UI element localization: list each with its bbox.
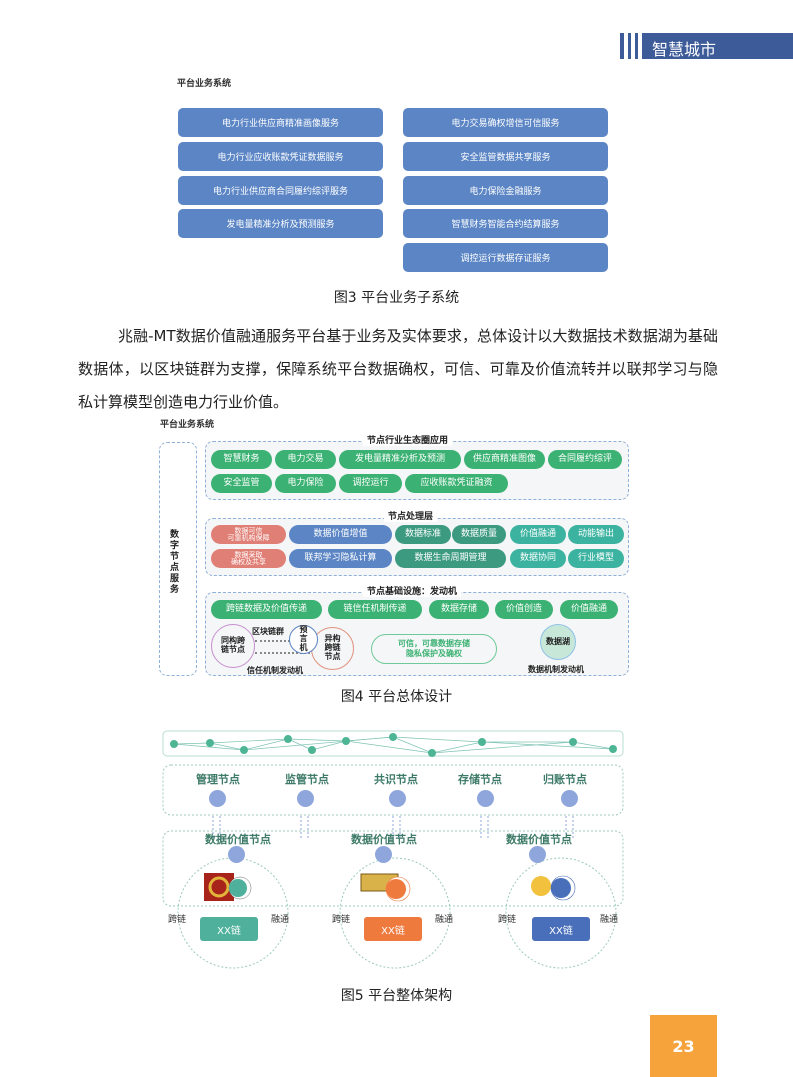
process-pill: 数据价值增值 [289,525,392,544]
node-label: 归账节点 [543,773,587,786]
app-pill: 电力交易 [275,450,336,469]
service-box: 电力行业应收账款凭证数据服务 [178,142,383,171]
trust-engine-label: 信任机制发动机 [247,666,303,675]
infra-pill: 链信任机制传递 [328,600,422,619]
process-pill: 联邦学习隐私计算 [289,549,392,568]
process-pill: 动能输出 [568,525,624,544]
node-label: 存储节点 [458,773,502,786]
infra-pill: 价值融通 [560,600,618,619]
app-pill: 电力保险 [275,474,336,493]
process-pill: 行业模型 [568,549,624,568]
node-label: 管理节点 [196,773,240,786]
infra-pill: 价值创造 [495,600,553,619]
cross-chain-label: 跨链 [332,915,351,925]
process-pill: 数据采取 确权及共享 [211,549,286,568]
value-node-label: 数据价值节点 [205,833,271,846]
oracle: 预言机 [289,625,318,654]
fig4-caption: 图4 平台总体设计 [340,689,453,705]
page-number: 23 [650,1015,717,1077]
data-lake: 数据湖 [540,624,576,660]
fig4-title: 平台业务系统 [160,420,215,430]
left-node: 同构跨链节点 [211,624,255,668]
side-label: 数字节点服务 [170,530,180,595]
app-pill: 调控运行 [339,474,402,493]
section-header: 智慧城市 [620,33,793,59]
chain-box: XX链 [364,917,422,941]
data-engine-label: 数据机制发动机 [528,665,584,674]
value-node-label: 数据价值节点 [506,833,572,846]
service-box: 电力交易确权增信可信服务 [403,108,608,137]
process-pill: 数据质量 [452,525,506,544]
process-pill: 数据可信 可靠机构保障 [211,525,286,544]
bridge-label: 融通 [271,915,290,925]
layer-title: 节点处理层 [384,509,438,522]
service-box: 电力保险金融服务 [403,176,608,205]
process-pill: 数据生命周期管理 [395,549,506,568]
chain-box: XX链 [200,917,258,941]
service-box: 发电量精准分析及预测服务 [178,209,383,238]
value-node-label: 数据价值节点 [351,833,417,846]
bridge-label: 融通 [435,915,454,925]
section-title: 智慧城市 [652,40,717,59]
service-box: 电力行业供应商精准画像服务 [178,108,383,137]
service-box: 安全监管数据共享服务 [403,142,608,171]
node-label: 共识节点 [374,773,418,786]
app-pill: 合同履约综评 [548,450,622,469]
layer-title: 节点基础设施：发动机 [363,584,462,597]
app-pill: 发电量精准分析及预测 [339,450,461,469]
service-box: 电力行业供应商合同履约综评服务 [178,176,383,205]
service-box: 智慧财务智能合约结算服务 [403,209,608,238]
infra-pill: 跨链数据及价值传递 [211,600,322,619]
network-diagram [162,730,624,969]
node-label: 监管节点 [285,773,329,786]
right-node: 异构跨链节点 [311,627,354,670]
app-pill: 智慧财务 [211,450,272,469]
storage-pill: 可信，可靠数据存储 隐私保护及确权 [371,634,497,664]
chain-group-label: 区块链群 [252,627,284,636]
body-paragraph: 兆融-MT数据价值融通服务平台基于业务及实体要求，总体设计以大数据技术数据湖为基… [78,327,718,411]
bridge-label: 融通 [600,915,619,925]
network-nodes [170,733,617,757]
process-pill: 数据协同 [510,549,566,568]
layer-title: 节点行业生态圈应用 [363,433,453,446]
cross-chain-label: 跨链 [498,915,517,925]
process-pill: 数据标准 [395,525,451,544]
process-pill: 价值融通 [510,525,566,544]
app-pill: 安全监管 [211,474,272,493]
app-pill: 供应商精准图像 [464,450,545,469]
fig3-title: 平台业务系统 [177,79,232,89]
cross-chain-label: 跨链 [168,915,187,925]
infra-pill: 数据存储 [429,600,489,619]
fig5-caption: 图5 平台整体架构 [340,988,453,1004]
chain-box: XX链 [532,917,590,941]
service-box: 调控运行数据存证服务 [403,243,608,272]
app-pill: 应收账款凭证融资 [405,474,508,493]
fig3-caption: 图3 平台业务子系统 [333,290,460,306]
